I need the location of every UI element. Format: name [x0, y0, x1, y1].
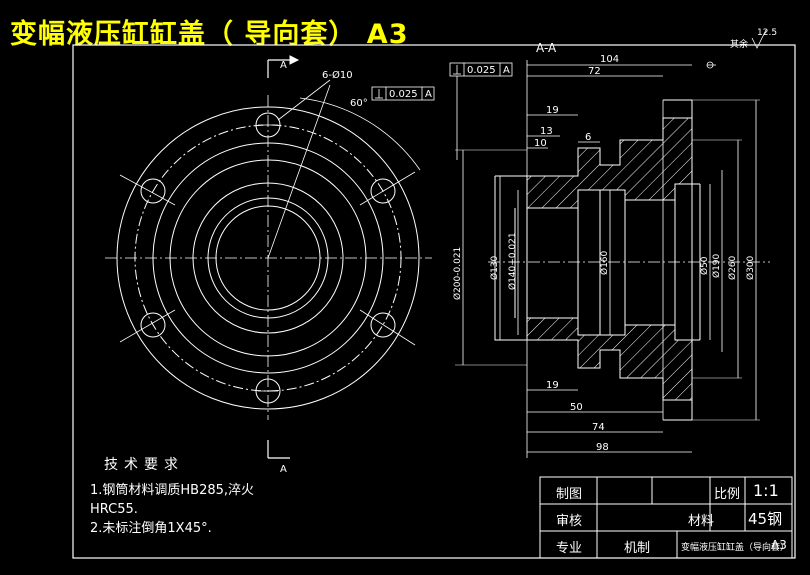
svg-text:19: 19	[546, 105, 559, 116]
roughness-symbol	[706, 29, 767, 69]
tb-material-value: 45钢	[748, 510, 783, 528]
svg-text:Ø140+0.021: Ø140+0.021	[507, 232, 518, 290]
bolt-hole	[370, 312, 396, 338]
section-label: A-A	[536, 41, 557, 55]
svg-text:Ø260: Ø260	[727, 255, 738, 280]
svg-text:72: 72	[588, 66, 601, 77]
note-line: 1.钢筒材料调质HB285,淬火	[90, 483, 255, 498]
bolt-hole	[140, 312, 166, 338]
svg-text:A: A	[425, 89, 432, 100]
holes-label: 6-Ø10	[322, 69, 353, 81]
svg-text:98: 98	[596, 442, 609, 453]
tb-drawn-label: 制图	[556, 487, 583, 502]
svg-text:50: 50	[570, 402, 583, 413]
svg-text:Ø190: Ø190	[711, 253, 722, 278]
tb-major-label: 专业	[556, 541, 583, 556]
svg-text:19: 19	[546, 380, 559, 391]
svg-text:10: 10	[534, 138, 547, 149]
note-line: 2.未标注倒角1X45°.	[90, 521, 212, 536]
svg-text:Ø160: Ø160	[599, 250, 610, 275]
svg-text:Ø200-0.021: Ø200-0.021	[452, 247, 463, 300]
title-block	[539, 476, 793, 559]
cut-label-top: A	[280, 60, 287, 71]
note-line: HRC55.	[90, 502, 138, 517]
section-view	[455, 60, 770, 458]
svg-text:A: A	[503, 65, 510, 76]
svg-text:0.025: 0.025	[389, 89, 418, 100]
svg-text:6: 6	[585, 132, 591, 143]
bolt-hole	[140, 178, 166, 204]
front-view	[105, 55, 432, 459]
sheet-border	[72, 44, 796, 559]
angle-label: 60°	[350, 98, 368, 109]
tb-major-value: 机制	[624, 541, 651, 556]
svg-text:74: 74	[592, 422, 605, 433]
cut-label-bottom: A	[280, 464, 287, 475]
svg-text:Ø50: Ø50	[699, 256, 710, 275]
bolt-hole	[370, 178, 396, 204]
svg-text:104: 104	[600, 54, 619, 65]
svg-text:12.5: 12.5	[757, 28, 777, 38]
svg-text:0.025: 0.025	[467, 65, 496, 76]
perp-tolerance-frame	[371, 86, 435, 101]
notes-heading: 技术要求	[104, 457, 184, 473]
svg-text:Ø130: Ø130	[489, 255, 500, 280]
tb-checked-label: 审核	[556, 514, 583, 529]
tb-scale-label: 比例	[714, 487, 741, 502]
technical-notes: 技术要求 1.钢筒材料调质HB285,淬火 HRC55. 2.未标注倒角1X45…	[90, 456, 254, 538]
tb-sheet: A3	[771, 538, 787, 552]
tb-material-label: 材料	[688, 514, 715, 529]
tb-part-name: 变幅液压缸缸盖（导向套）	[681, 543, 790, 553]
svg-text:13: 13	[540, 126, 553, 137]
svg-text:其余: 其余	[730, 38, 748, 50]
svg-text:Ø300: Ø300	[745, 255, 756, 280]
tb-scale-value: 1:1	[753, 481, 779, 500]
